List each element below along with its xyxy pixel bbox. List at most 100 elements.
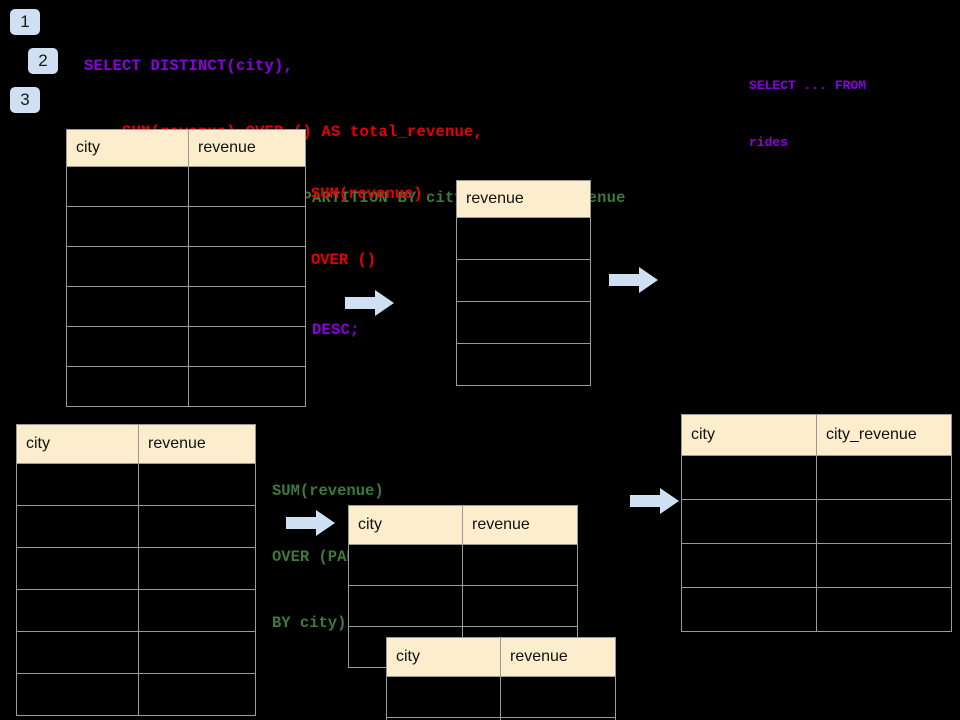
column-header-revenue: revenue bbox=[500, 637, 616, 677]
cell-city-revenue bbox=[816, 543, 952, 588]
arrow-right-icon bbox=[345, 290, 394, 316]
cell-city-revenue bbox=[816, 455, 952, 500]
arrow-source-to-partition bbox=[286, 509, 336, 542]
cell-city bbox=[16, 673, 139, 716]
table-header-row: city city_revenue bbox=[681, 414, 952, 456]
table-row bbox=[348, 544, 578, 586]
cell-city bbox=[66, 286, 189, 327]
table-row bbox=[681, 455, 952, 500]
cell-city bbox=[66, 206, 189, 247]
cell-city bbox=[66, 246, 189, 287]
cell-revenue bbox=[138, 505, 256, 548]
table-row bbox=[681, 499, 952, 544]
step-badge-1: 1 bbox=[10, 9, 40, 35]
cell-city bbox=[348, 544, 463, 586]
cell-city bbox=[16, 589, 139, 632]
column-header-revenue: revenue bbox=[188, 129, 306, 167]
table-row bbox=[16, 589, 256, 632]
cell-revenue bbox=[188, 166, 306, 207]
cell-city bbox=[348, 585, 463, 627]
cell-city bbox=[16, 631, 139, 674]
annotation-select-from: SELECT ... FROM rides bbox=[749, 38, 866, 190]
column-header-city: city bbox=[681, 414, 817, 456]
annotation-sum-over-partition-line1: SUM(revenue) bbox=[272, 482, 384, 500]
column-header-revenue: revenue bbox=[138, 424, 256, 464]
table-header-row: city revenue bbox=[66, 129, 306, 167]
cell-city bbox=[681, 455, 817, 500]
cell-city bbox=[386, 676, 501, 718]
table-result: city city_revenue bbox=[681, 414, 952, 632]
cell-city bbox=[681, 543, 817, 588]
cell-revenue bbox=[188, 246, 306, 287]
table-header-row: revenue bbox=[456, 180, 591, 218]
annotation-sum-over-empty-line1: SUM(revenue) bbox=[311, 185, 423, 203]
arrow-right-icon bbox=[630, 488, 679, 514]
cell-revenue bbox=[456, 343, 591, 386]
column-header-city: city bbox=[348, 505, 463, 545]
table-row bbox=[16, 673, 256, 716]
cell-revenue bbox=[456, 259, 591, 302]
table-row bbox=[66, 326, 306, 367]
table-header-row: city revenue bbox=[386, 637, 616, 677]
table-row bbox=[16, 463, 256, 506]
cell-revenue bbox=[500, 717, 616, 720]
table-row bbox=[66, 246, 306, 287]
table-row bbox=[456, 343, 591, 386]
table-row bbox=[16, 547, 256, 590]
arrow-source-to-total bbox=[345, 289, 395, 322]
arrow-right-icon bbox=[609, 267, 658, 293]
table-row bbox=[16, 631, 256, 674]
cell-revenue bbox=[462, 585, 578, 627]
arrow-right-icon bbox=[286, 510, 335, 536]
table-row bbox=[456, 301, 591, 344]
annotation-sum-over-partition: SUM(revenue) OVER (PARTITION BY city) bbox=[272, 436, 412, 678]
step-badge-3: 3 bbox=[10, 87, 40, 113]
table-header-row: city revenue bbox=[348, 505, 578, 545]
cell-revenue bbox=[188, 326, 306, 367]
cell-city bbox=[66, 326, 189, 367]
column-header-revenue: revenue bbox=[462, 505, 578, 545]
column-header-city: city bbox=[16, 424, 139, 464]
arrow-total-to-result bbox=[609, 266, 659, 299]
table-row bbox=[66, 286, 306, 327]
table-row bbox=[456, 217, 591, 260]
cell-city bbox=[681, 499, 817, 544]
table-row bbox=[456, 259, 591, 302]
cell-city-revenue bbox=[816, 499, 952, 544]
cell-city-revenue bbox=[816, 587, 952, 632]
sql-line-1: SELECT DISTINCT(city), bbox=[84, 57, 294, 75]
table-partition-front: city revenue bbox=[386, 637, 616, 720]
table-row bbox=[16, 505, 256, 548]
cell-revenue bbox=[456, 301, 591, 344]
table-row bbox=[386, 676, 616, 718]
table-row bbox=[386, 717, 616, 720]
column-header-city-revenue: city_revenue bbox=[816, 414, 952, 456]
annotation-select-from-line2: rides bbox=[749, 135, 789, 150]
cell-revenue bbox=[138, 547, 256, 590]
step-badge-2: 2 bbox=[28, 48, 58, 74]
annotation-sum-over-partition-line3: BY city) bbox=[272, 614, 347, 632]
cell-revenue bbox=[138, 463, 256, 506]
cell-revenue bbox=[188, 366, 306, 407]
cell-revenue bbox=[138, 589, 256, 632]
cell-revenue bbox=[138, 631, 256, 674]
cell-city bbox=[16, 463, 139, 506]
cell-city bbox=[16, 547, 139, 590]
column-header-revenue: revenue bbox=[456, 180, 591, 218]
table-row bbox=[66, 206, 306, 247]
annotation-sum-over-empty-line2: OVER () bbox=[311, 251, 377, 269]
cell-revenue bbox=[188, 206, 306, 247]
table-row bbox=[348, 585, 578, 627]
cell-city bbox=[681, 587, 817, 632]
cell-revenue bbox=[462, 544, 578, 586]
table-row bbox=[66, 166, 306, 207]
cell-revenue bbox=[500, 676, 616, 718]
cell-city bbox=[66, 166, 189, 207]
table-row bbox=[681, 587, 952, 632]
table-source-bottom: city revenue bbox=[16, 424, 256, 716]
cell-city bbox=[16, 505, 139, 548]
table-source-top: city revenue bbox=[66, 129, 306, 407]
cell-revenue bbox=[188, 286, 306, 327]
table-row bbox=[681, 543, 952, 588]
